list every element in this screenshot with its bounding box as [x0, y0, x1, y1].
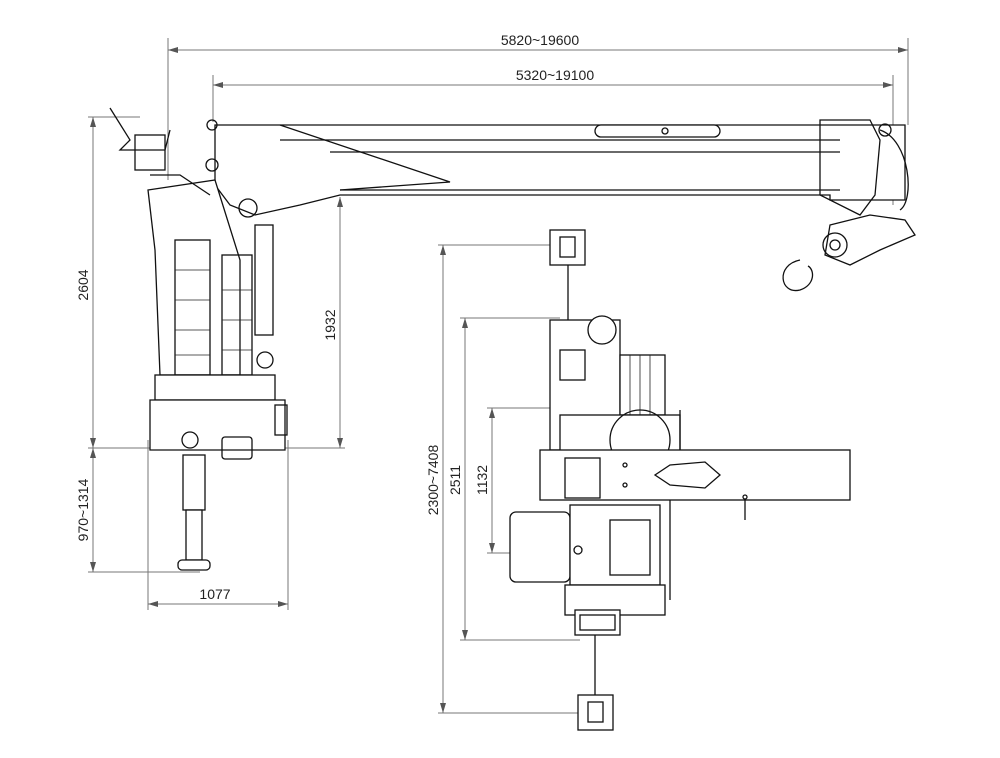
overall-length-label: 5820~19600 — [501, 32, 579, 48]
dimension-outrigger-span: 2300~7408 — [425, 244, 590, 714]
dimension-frame-length: 2511 — [447, 317, 580, 641]
top-view-crane — [509, 229, 851, 731]
side-view-crane — [109, 107, 916, 571]
outrigger-span-label: 2300~7408 — [425, 445, 441, 516]
frame-length-label: 2511 — [447, 465, 463, 495]
base-width-label: 1077 — [199, 586, 230, 602]
dimension-boom-length: 5320~19100 — [212, 67, 894, 205]
dimension-mount-width: 1132 — [474, 407, 550, 554]
dimension-leg-extension: 970~1314 — [75, 448, 200, 573]
dimension-height: 2604 — [75, 116, 345, 449]
mount-width-label: 1132 — [474, 465, 490, 495]
height-label: 2604 — [75, 269, 91, 300]
dimension-overall-length: 5820~19600 — [167, 32, 909, 180]
pivot-height-label: 1932 — [322, 309, 338, 340]
dimension-base-width: 1077 — [147, 440, 289, 610]
dimension-pivot-height: 1932 — [322, 197, 343, 448]
leg-extension-label: 970~1314 — [75, 478, 91, 541]
boom-length-label: 5320~19100 — [516, 67, 594, 83]
